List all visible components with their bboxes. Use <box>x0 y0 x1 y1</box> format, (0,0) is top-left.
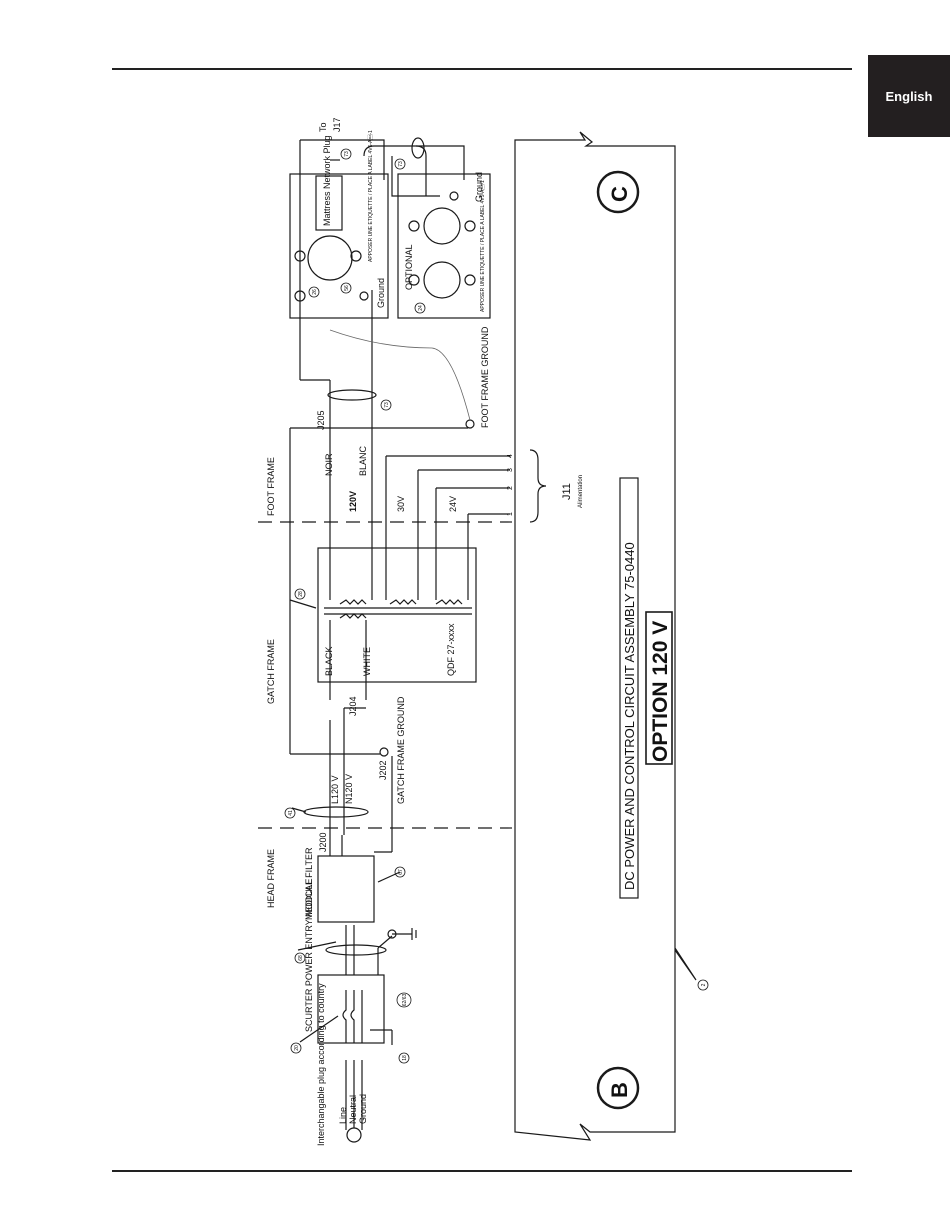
mattress-outlet <box>307 235 353 281</box>
medical-filter-label: MEDICAL FILTER <box>304 847 314 920</box>
callout-20: 20 <box>294 1045 300 1051</box>
foot-ground-label: FOOT FRAME GROUND <box>480 326 490 428</box>
j17-label: J17 <box>332 117 342 132</box>
blanc-label: BLANC <box>358 445 368 476</box>
optional-label: OPTIONAL <box>404 244 414 290</box>
scurter-label: SCURTER POWER ENTRY MODULE <box>304 878 314 1032</box>
language-tab-label: English <box>885 88 933 104</box>
callout-18: 18 <box>402 1055 408 1061</box>
plug-caption: Interchangable plug according to country <box>316 983 326 1146</box>
option-title: OPTION 120 V <box>649 621 672 762</box>
language-tab[interactable]: English <box>868 55 950 137</box>
callout-68: 68 <box>298 955 304 961</box>
circuit-board-outline <box>514 131 697 1141</box>
apply-label-1: APPOSER UNE ETIQUETTE / PLACE A LABEL 4V… <box>367 130 374 262</box>
optional-ground-label: Ground <box>474 172 484 202</box>
white-label: WHITE <box>362 647 372 676</box>
section-gatch-label: GATCH FRAME <box>266 639 276 704</box>
black-label: BLACK <box>324 646 334 676</box>
optional-outlet-box <box>397 173 491 319</box>
plug-ground-label: Ground <box>358 1094 368 1124</box>
connector-b-circle <box>596 1066 640 1110</box>
j200-label: J200 <box>318 832 328 852</box>
ferrite-73-lower <box>327 389 377 401</box>
noir-label: NOIR <box>324 453 334 476</box>
callout-24: 24 <box>418 305 424 311</box>
j11-pin-1: 1 <box>507 512 514 516</box>
v30-label: 30V <box>396 496 406 512</box>
callout-56: 56 <box>344 285 350 291</box>
callout-2: 2 <box>701 983 707 986</box>
alimentation-label: Alimentation <box>578 475 584 508</box>
v120-label: 120V <box>348 491 358 512</box>
l120-label: L120 V <box>330 775 340 804</box>
to-label: To <box>318 122 328 132</box>
section-head-label: HEAD FRAME <box>266 849 276 908</box>
plug-neutral-label: Neutral <box>348 1095 358 1124</box>
connector-c-label: C <box>607 186 632 202</box>
mattress-ground-label: Ground <box>376 278 386 308</box>
mattress-plug-label: Mattress Network Plug <box>322 135 332 226</box>
j204-label: J204 <box>348 696 358 716</box>
plug-symbol <box>346 1127 362 1143</box>
callout-62-63: 62/63 <box>402 994 408 1007</box>
medical-filter <box>317 855 375 923</box>
option-box <box>645 611 673 765</box>
mattress-outlet-box <box>289 173 389 319</box>
callout-73-upper: 73 <box>398 161 404 167</box>
ferrite-68 <box>325 944 387 956</box>
j11-pin-2: 2 <box>507 486 514 490</box>
transformer <box>317 547 477 683</box>
callout-73-lower: 73 <box>384 402 390 408</box>
ferrite-41 <box>303 806 369 818</box>
ferrite-73-top <box>411 137 425 159</box>
callout-28: 28 <box>298 591 304 597</box>
header-rule <box>112 68 852 70</box>
j205-label: J205 <box>316 410 326 430</box>
section-foot-label: FOOT FRAME <box>266 457 276 516</box>
title-box <box>619 477 639 899</box>
j11-pin-4: 4 <box>507 454 514 458</box>
plug-line-label: Line <box>338 1107 348 1124</box>
apply-label-2: APPOSER UNE ETIQUETTE / PLACE A LABEL 4V… <box>479 180 486 312</box>
j11-pin-3: 3 <box>507 468 514 472</box>
callout-41: 41 <box>288 810 294 816</box>
n120-label: N120 V <box>344 774 354 804</box>
optional-outlet-1 <box>423 261 461 299</box>
v24-label: 24V <box>448 496 458 512</box>
j11-label: J11 <box>561 483 573 500</box>
transformer-label: QDF 27-xxxx <box>446 623 456 676</box>
gatch-ground-label: GATCH FRAME GROUND <box>396 696 406 804</box>
footer-rule <box>112 1170 852 1172</box>
callout-73-top: 73 <box>344 151 350 157</box>
callout-26: 26 <box>312 289 318 295</box>
connector-c-circle <box>596 170 640 214</box>
callout-67: 67 <box>398 869 404 875</box>
j202-label: J202 <box>378 760 388 780</box>
connector-b-label: B <box>607 1082 632 1098</box>
power-entry-module <box>317 974 385 1044</box>
board-title: DC POWER AND CONTROL CIRCUIT ASSEMBLY 75… <box>622 542 637 890</box>
optional-outlet-2 <box>423 207 461 245</box>
